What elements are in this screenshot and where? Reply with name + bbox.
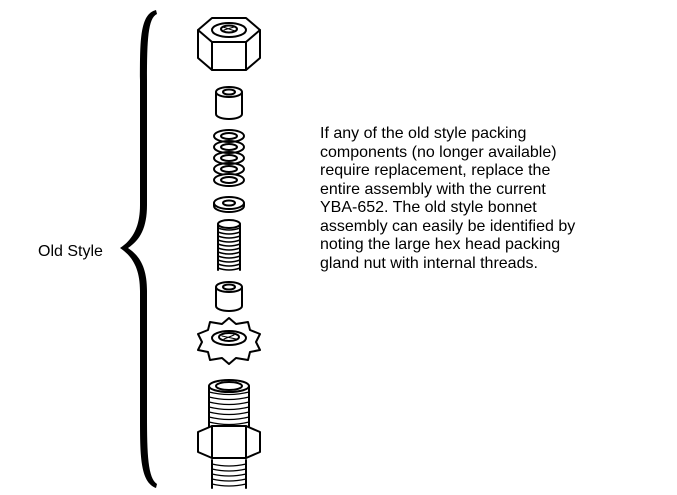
- spring: [217, 219, 241, 271]
- description-line: noting the large hex head packing: [320, 236, 561, 253]
- description-line: If any of the old style packing: [320, 125, 527, 142]
- description-line: require replacement, replace the: [320, 162, 551, 179]
- description-text: If any of the old style packing componen…: [320, 125, 665, 273]
- description-line: components (no longer available): [320, 143, 557, 161]
- washer: [213, 196, 245, 213]
- old-style-label: Old Style: [38, 243, 103, 260]
- star-nut: [197, 317, 261, 365]
- threaded-bonnet: [197, 379, 261, 489]
- packing-rings: [213, 129, 245, 187]
- bushing-upper: [215, 86, 243, 120]
- description-line: gland nut with internal threads.: [320, 254, 538, 272]
- description-line: assembly can easily be identified by: [320, 217, 576, 235]
- hex-gland-nut: [197, 17, 261, 71]
- curly-brace: [120, 10, 157, 488]
- description-line: entire assembly with the current: [320, 180, 546, 198]
- bushing-lower: [215, 281, 243, 312]
- description-line: YBA-652. The old style bonnet: [320, 199, 537, 216]
